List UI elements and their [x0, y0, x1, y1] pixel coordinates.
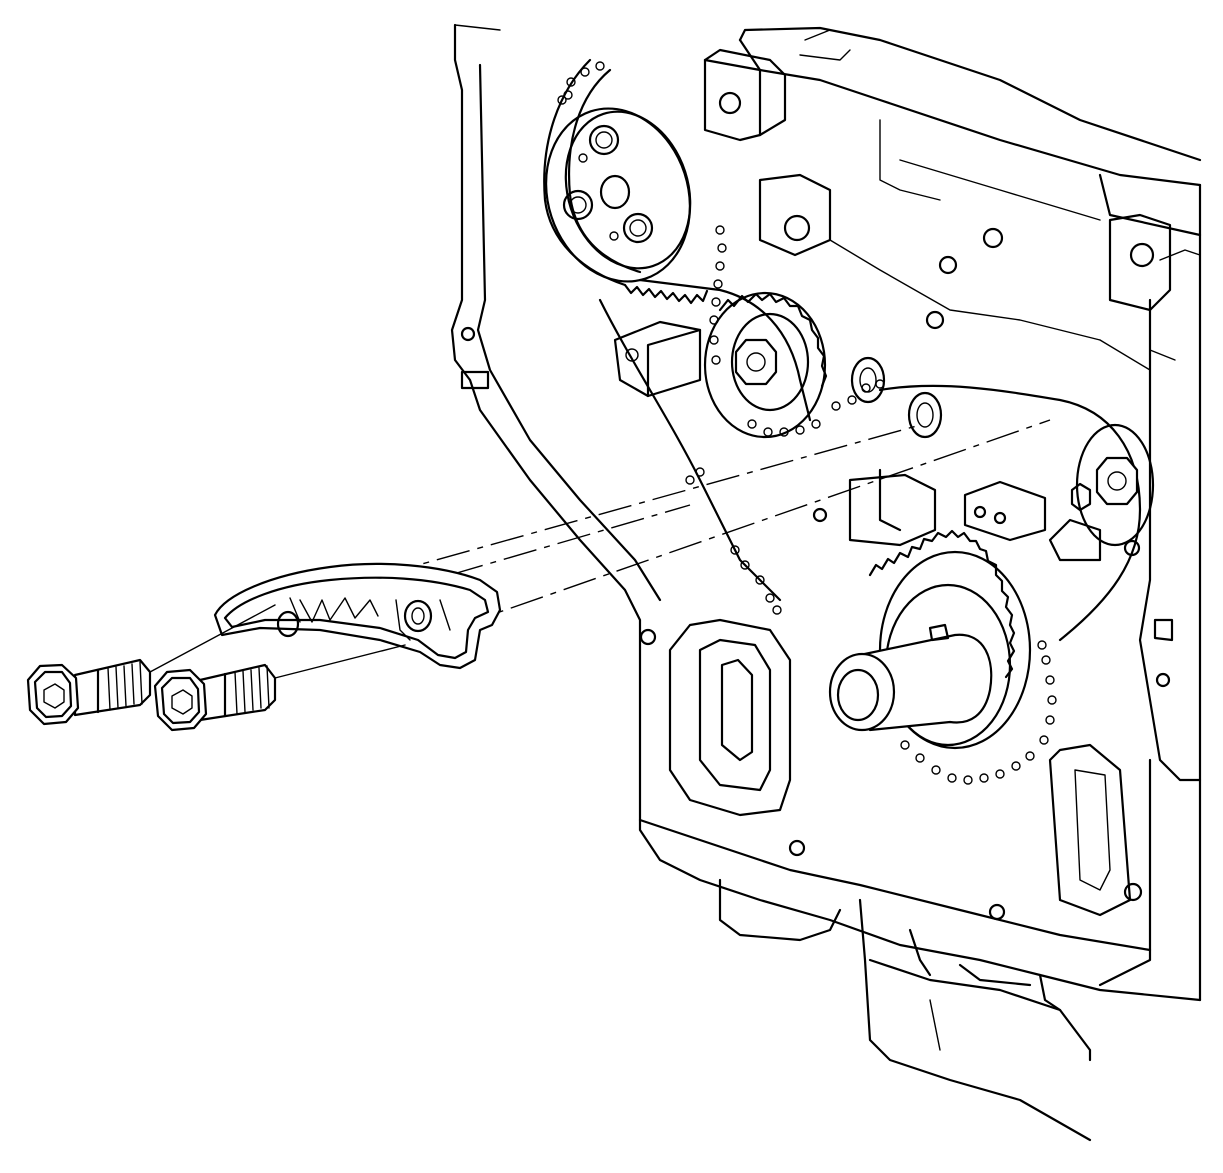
- crankshaft-nose: [828, 623, 993, 732]
- chain-links: [557, 61, 1057, 785]
- intermediate-sprocket-bolt: [734, 338, 778, 386]
- guide-bolt-upper: [26, 604, 276, 726]
- installation-centerlines: [274, 419, 1051, 646]
- camshaft-sprocket-bolt: [562, 189, 594, 221]
- intermediate-sprocket: [613, 291, 828, 439]
- guide-bolt-lower: [153, 644, 406, 732]
- crankshaft-sprocket: [828, 529, 1032, 750]
- tensioner: [850, 356, 1155, 562]
- timing-chain-guide: [213, 562, 502, 670]
- camshaft-sprocket-bolt: [622, 212, 654, 244]
- tensioner-bolt: [1095, 456, 1139, 506]
- engine-block-front: [450, 23, 1202, 1142]
- camshaft-sprocket-bolt: [588, 124, 620, 156]
- camshaft-sprocket: [544, 107, 709, 305]
